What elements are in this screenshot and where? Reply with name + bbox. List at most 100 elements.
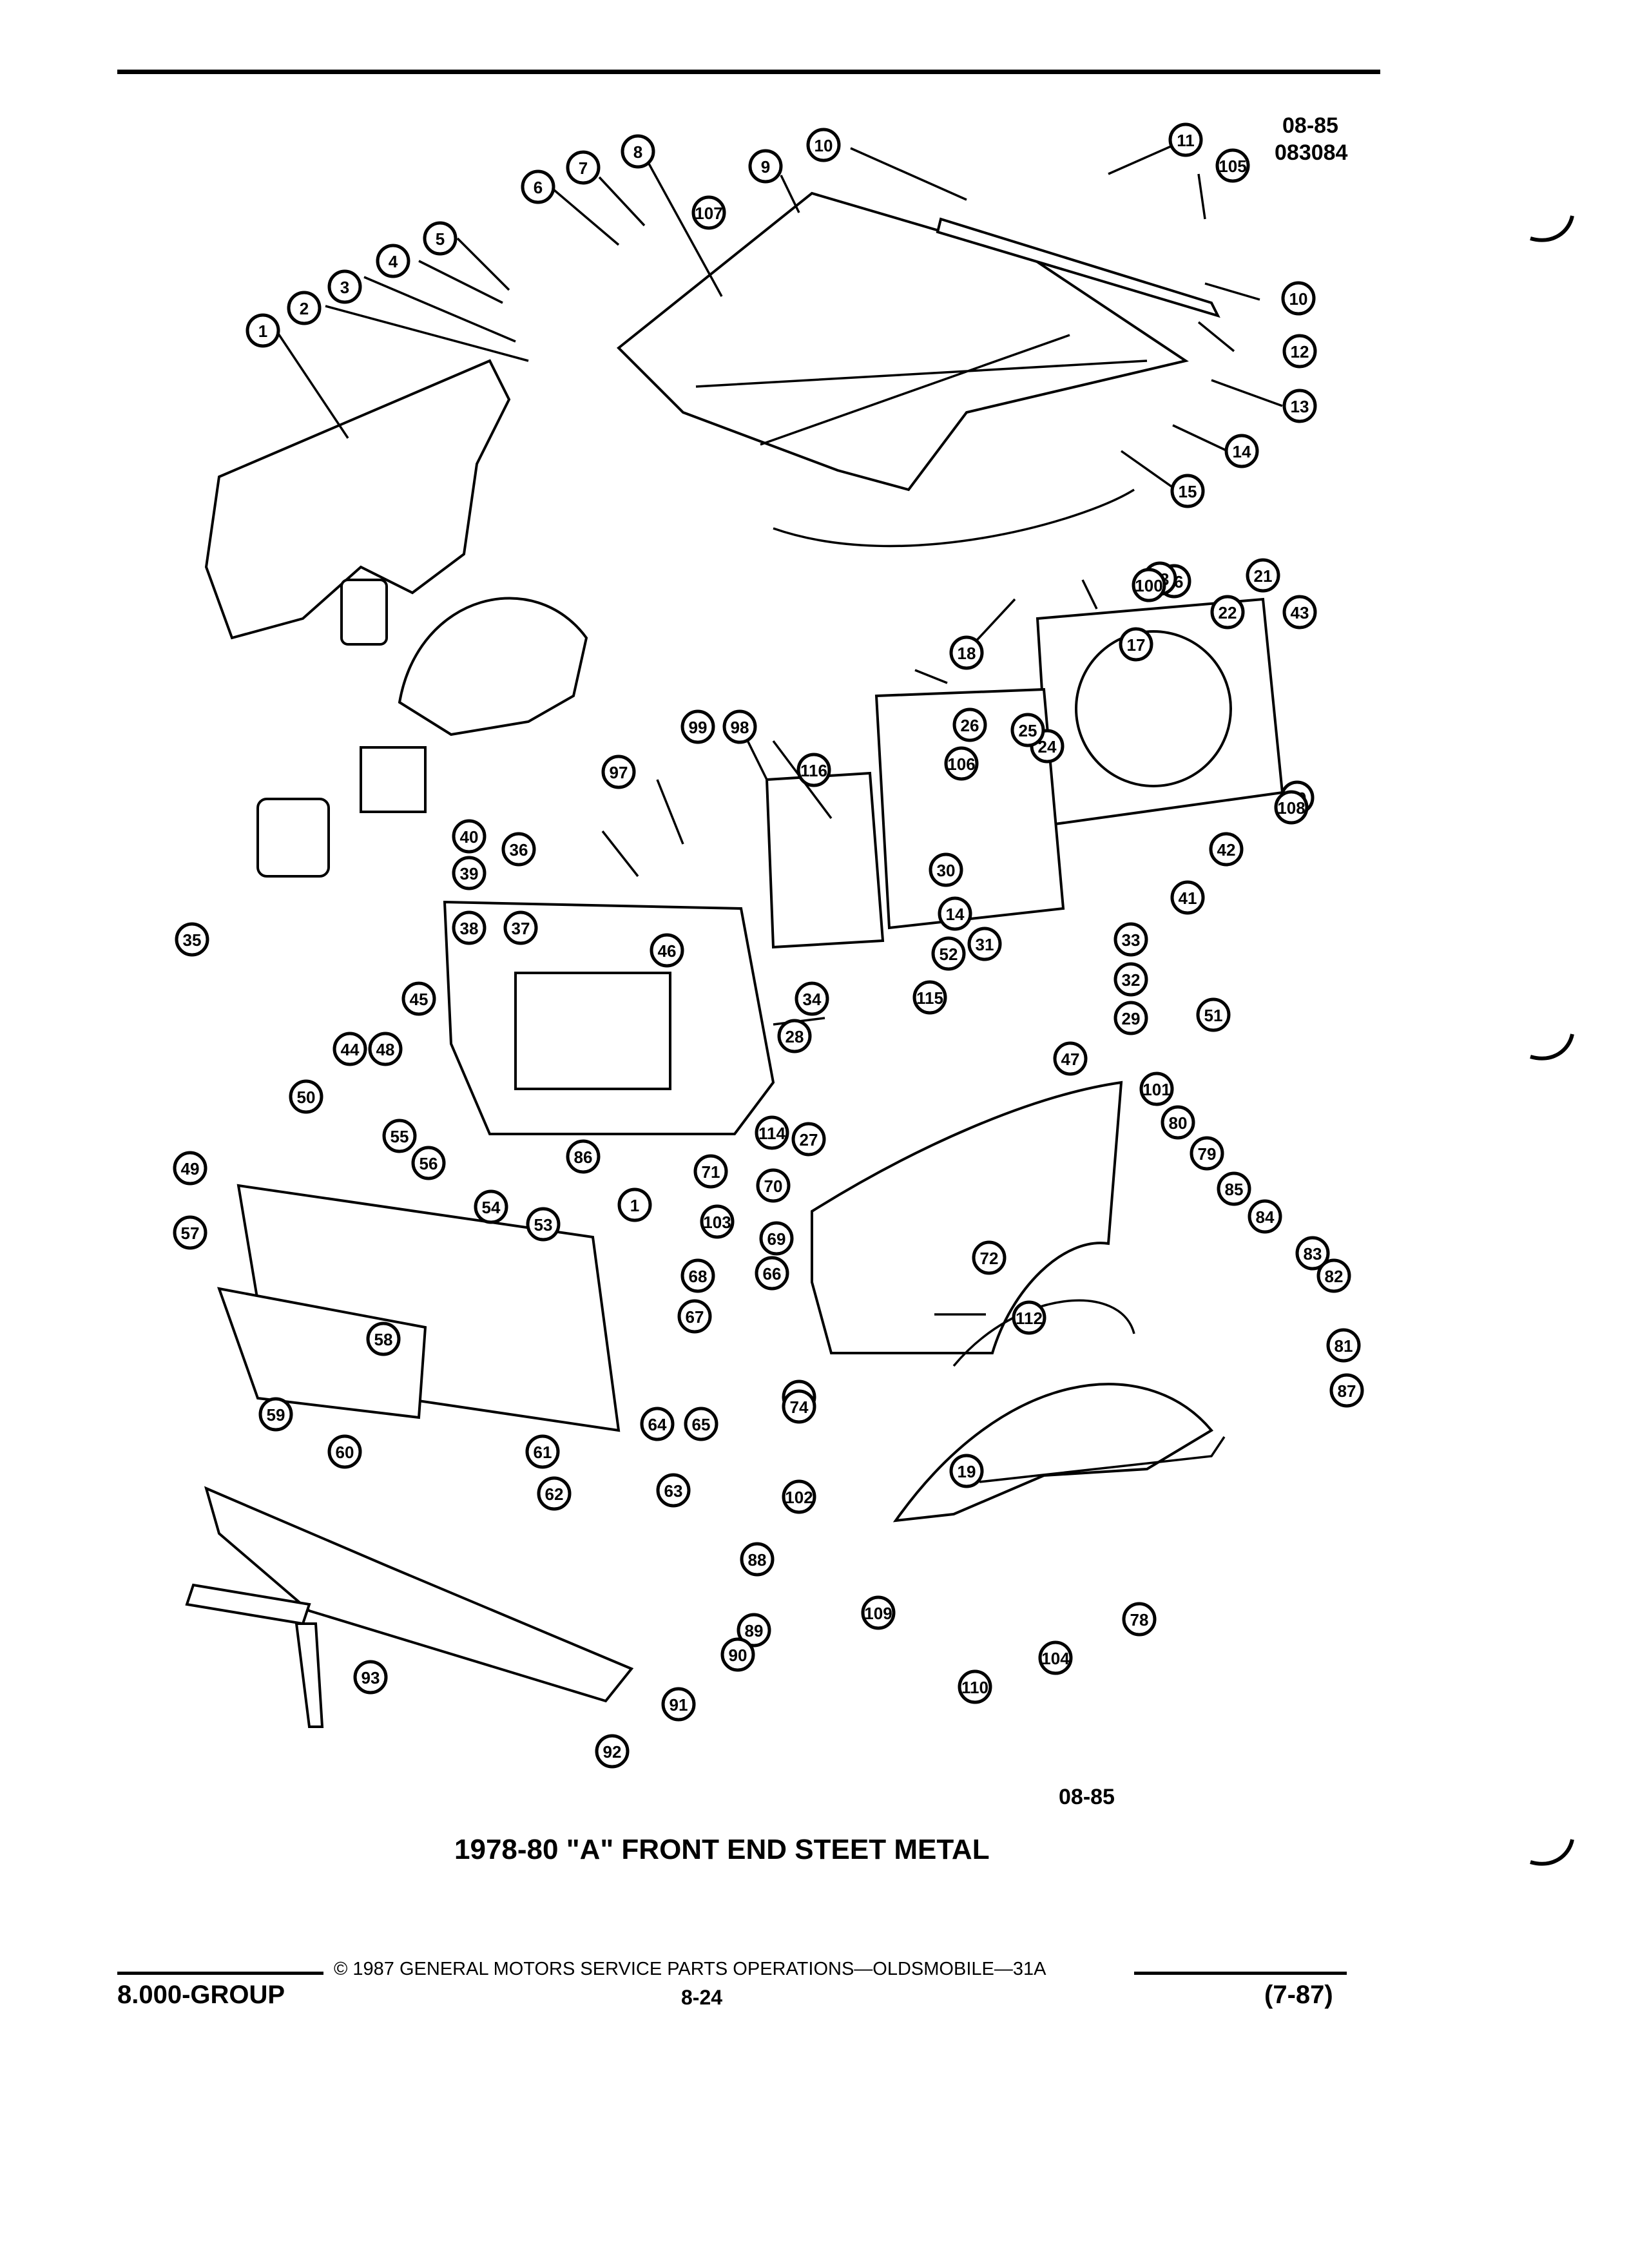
callout-60: 60 — [327, 1434, 362, 1469]
hood-rod — [773, 488, 1135, 548]
svg-text:37: 37 — [512, 919, 530, 938]
page-edge-mark-1 — [1530, 215, 1574, 242]
callout-66: 66 — [755, 1256, 789, 1291]
hood-rear-seal — [936, 217, 1220, 318]
svg-text:69: 69 — [767, 1229, 786, 1249]
callout-25: 25 — [1010, 713, 1045, 747]
callout-103: 103 — [700, 1204, 735, 1239]
callout-97: 97 — [601, 754, 636, 789]
callout-1: 1 — [617, 1187, 652, 1222]
svg-text:1: 1 — [258, 322, 267, 341]
callout-49: 49 — [173, 1151, 207, 1186]
callout-65: 65 — [684, 1407, 718, 1441]
wheel-opening-molding — [952, 1299, 1135, 1367]
header-code-date: 08-85 — [1282, 113, 1338, 138]
svg-text:92: 92 — [603, 1742, 622, 1762]
svg-text:71: 71 — [702, 1162, 720, 1182]
callout-68: 68 — [680, 1258, 715, 1293]
diagram-title: 1978-80 "A" FRONT END STEET METAL — [454, 1834, 990, 1865]
svg-text:67: 67 — [686, 1307, 704, 1327]
battery — [340, 579, 388, 646]
svg-text:31: 31 — [976, 935, 994, 954]
svg-text:3: 3 — [340, 278, 349, 297]
wheel-opening-panel — [892, 1383, 1214, 1523]
callout-89: 89 — [737, 1613, 771, 1648]
callout-18: 18 — [949, 635, 984, 670]
svg-text:52: 52 — [940, 945, 958, 964]
callout-26: 26 — [952, 707, 987, 742]
svg-text:104: 104 — [1041, 1649, 1070, 1668]
footer-copyright: © 1987 GENERAL MOTORS SERVICE PARTS OPER… — [334, 1959, 1046, 1979]
callout-112: 112 — [1012, 1300, 1046, 1335]
callout-72: 72 — [972, 1240, 1007, 1275]
callout-42: 42 — [1209, 832, 1244, 867]
svg-text:10: 10 — [815, 136, 833, 155]
svg-text:12: 12 — [1291, 342, 1309, 361]
svg-text:98: 98 — [731, 718, 749, 737]
callout-6: 6 — [521, 169, 555, 204]
svg-text:43: 43 — [1291, 603, 1309, 622]
svg-text:78: 78 — [1130, 1610, 1149, 1629]
svg-text:10: 10 — [1289, 289, 1308, 309]
callout-48: 48 — [368, 1032, 403, 1066]
svg-text:53: 53 — [534, 1215, 553, 1235]
footer-page-number: 8-24 — [681, 1986, 723, 2009]
svg-text:68: 68 — [689, 1267, 708, 1286]
lower-valance — [204, 1486, 634, 1703]
svg-text:74: 74 — [790, 1398, 809, 1417]
callout-1: 1 — [246, 313, 280, 348]
svg-text:18: 18 — [958, 644, 976, 663]
callout-91: 91 — [661, 1687, 696, 1722]
callout-78: 78 — [1122, 1602, 1157, 1637]
callout-54: 54 — [474, 1189, 508, 1224]
svg-text:59: 59 — [267, 1405, 285, 1425]
page-edge-mark-3 — [1530, 1839, 1574, 1866]
callout-55: 55 — [382, 1119, 417, 1153]
svg-text:62: 62 — [545, 1485, 564, 1504]
callout-104: 104 — [1038, 1640, 1073, 1675]
callout-11: 11 — [1168, 122, 1203, 157]
svg-text:26: 26 — [961, 716, 979, 735]
callout-58: 58 — [366, 1321, 401, 1356]
callout-3: 3 — [327, 269, 362, 304]
svg-text:50: 50 — [297, 1088, 316, 1107]
callout-36: 36 — [501, 832, 536, 867]
svg-text:79: 79 — [1198, 1144, 1217, 1164]
svg-text:34: 34 — [803, 990, 822, 1009]
callout-50: 50 — [289, 1079, 323, 1114]
svg-text:99: 99 — [689, 718, 708, 737]
svg-text:72: 72 — [980, 1249, 999, 1268]
callout-87: 87 — [1329, 1373, 1364, 1408]
svg-text:65: 65 — [692, 1415, 711, 1434]
svg-text:1: 1 — [630, 1196, 639, 1215]
svg-text:115: 115 — [916, 988, 943, 1008]
callout-85: 85 — [1217, 1171, 1251, 1206]
callout-13: 13 — [1282, 389, 1317, 423]
header-code-number: 083084 — [1275, 140, 1348, 165]
wheel-house-panel — [398, 597, 588, 736]
svg-text:64: 64 — [648, 1415, 667, 1434]
callout-109: 109 — [861, 1595, 896, 1630]
svg-text:110: 110 — [961, 1678, 988, 1697]
callout-40: 40 — [452, 819, 487, 854]
svg-text:46: 46 — [658, 941, 677, 961]
svg-text:28: 28 — [786, 1027, 804, 1046]
callout-67: 67 — [677, 1299, 712, 1334]
callout-14: 14 — [938, 896, 972, 931]
svg-text:116: 116 — [800, 761, 827, 780]
callout-15: 15 — [1170, 474, 1205, 508]
callout-12: 12 — [1282, 334, 1317, 369]
svg-text:49: 49 — [181, 1159, 200, 1178]
svg-text:66: 66 — [763, 1264, 782, 1283]
svg-text:7: 7 — [579, 159, 588, 178]
svg-text:36: 36 — [510, 840, 528, 860]
svg-text:58: 58 — [374, 1330, 393, 1349]
svg-text:6: 6 — [534, 178, 543, 197]
svg-text:70: 70 — [764, 1177, 783, 1196]
callout-22: 22 — [1210, 595, 1245, 629]
callout-43: 43 — [1282, 595, 1317, 629]
svg-text:48: 48 — [376, 1040, 395, 1059]
callout-10: 10 — [806, 128, 841, 162]
svg-text:11: 11 — [1177, 131, 1195, 150]
